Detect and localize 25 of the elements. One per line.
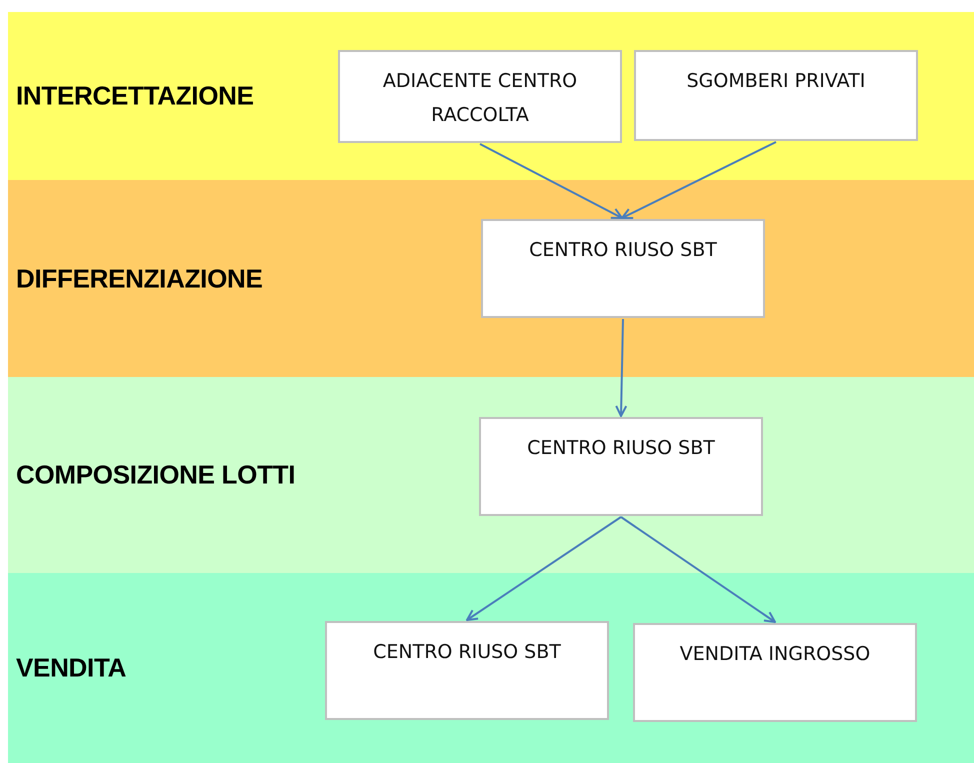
band-background — [8, 180, 974, 377]
process-box — [479, 417, 763, 516]
band-background — [8, 12, 974, 180]
arrow — [480, 143, 623, 219]
process-box — [338, 50, 622, 143]
band-background — [8, 377, 974, 573]
box-text: CENTRO RIUSO SBT — [529, 239, 717, 261]
stage-label: COMPOSIZIONE LOTTI — [16, 460, 296, 490]
process-box — [634, 50, 918, 141]
process-box — [325, 621, 609, 720]
box-text: ADIACENTE CENTRO RACCOLTA — [382, 70, 578, 126]
box-text: CENTRO RIUSO SBT — [527, 437, 715, 459]
stage-label: INTERCETTAZIONE — [16, 80, 254, 112]
arrow — [620, 516, 776, 623]
process-box — [633, 623, 917, 722]
arrow — [466, 516, 622, 621]
arrow — [621, 141, 776, 220]
stage-label: VENDITA — [16, 652, 126, 684]
stage-label: DIFFERENZIAZIONE — [16, 263, 263, 294]
box-text: VENDITA INGROSSO — [680, 643, 870, 665]
box-text: CENTRO RIUSO SBT — [373, 641, 561, 663]
box-text: SGOMBERI PRIVATI — [686, 70, 866, 92]
process-box — [481, 219, 765, 318]
band-background — [8, 573, 974, 763]
arrow — [615, 318, 628, 417]
